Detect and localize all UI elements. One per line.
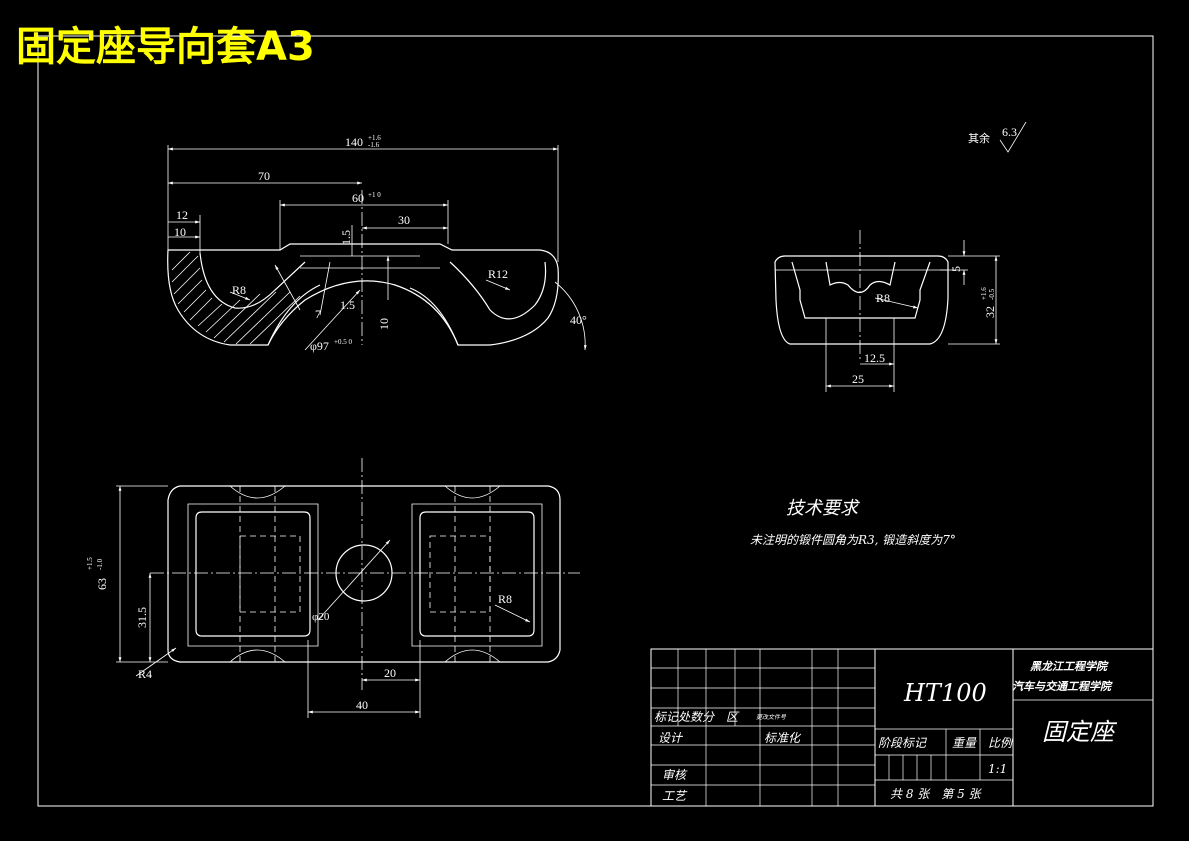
dim-r12: R12: [488, 267, 508, 281]
plan-dimensions: [116, 485, 531, 718]
dim-slot: 60: [352, 191, 364, 205]
row-mark: 标记处数分 区: [654, 710, 740, 724]
side-dim-5: 5: [949, 266, 963, 272]
side-dimensions: [825, 240, 1000, 392]
scale-label: 比例: [988, 736, 1014, 750]
tech-text: 未注明的锻件圆角为R3, 锻造斜度为7°: [750, 533, 956, 547]
front-outline: [167, 243, 559, 346]
side-cutout: [825, 261, 896, 294]
plan-view: [150, 458, 580, 690]
school-line1: 黑龙江工程学院: [1030, 660, 1109, 673]
review-label: 审核: [662, 768, 688, 782]
scale-value: 1:1: [988, 762, 1007, 776]
plan-dim-20: 20: [384, 666, 396, 680]
process-label: 工艺: [662, 789, 688, 803]
dim-pad: 30: [398, 213, 410, 227]
dim-bore: φ97: [310, 339, 329, 353]
plan-dim-r4: R4: [138, 667, 152, 681]
dim-r8: R8: [232, 283, 246, 297]
side-dim-height-tol-upper: +1.6: [980, 287, 988, 300]
side-outline: [774, 255, 949, 345]
plan-dim-width-tol-upper: +1.5: [86, 557, 94, 570]
bore-arc-right: [409, 287, 459, 346]
design-label: 设计: [658, 731, 684, 745]
front-dimensions: [167, 145, 587, 351]
roughness-symbol: [999, 121, 1027, 153]
row-mark-small: 更改文件号: [756, 713, 787, 721]
title-block: [650, 648, 1154, 807]
plan-dim-40: 40: [356, 698, 368, 712]
dim-angle40: 40°: [570, 313, 587, 327]
weight-label: 重量: [952, 736, 977, 750]
bore-arc-left: [267, 284, 321, 346]
standard-label: 标准化: [764, 731, 802, 745]
side-dim-height: 32: [983, 306, 997, 318]
dim-overall: 140: [345, 135, 363, 149]
roughness-label: 其余: [968, 131, 990, 145]
side-dim-height-tol-lower: -0.5: [988, 288, 996, 300]
left-pocket-edge: [199, 252, 306, 309]
dim-overall-tol-upper: +1.6: [368, 134, 381, 142]
sheets: 共 8 张 第 5 张: [890, 787, 983, 801]
plan-dim-hole: φ20: [312, 611, 330, 623]
plan-dim-width: 63: [95, 578, 109, 590]
roughness-value: 6.3: [1002, 125, 1017, 139]
plan-outline: [167, 485, 561, 663]
plan-dim-r8: R8: [498, 592, 512, 606]
section-hatch: [171, 251, 301, 345]
drawing-border: [37, 35, 1154, 807]
dim-bore-tol: +0.5 0: [334, 338, 352, 346]
side-dim-25: 25: [852, 372, 864, 386]
left-window: [195, 511, 311, 637]
dim-left-10: 10: [174, 225, 186, 239]
side-dim-12-5: 12.5: [864, 351, 885, 365]
plan-dim-half-width: 31.5: [135, 607, 149, 628]
dim-half: 70: [258, 169, 270, 183]
dim-left-12: 12: [176, 208, 188, 222]
right-window: [419, 511, 535, 637]
dim-overall-tol-lower: -1.6: [368, 141, 380, 149]
side-dim-r8: R8: [876, 291, 890, 305]
dim-step2: 1.5: [340, 298, 355, 312]
dim-angle-7: 7: [315, 307, 321, 321]
plan-dim-width-tol-lower: -1.0: [96, 558, 104, 570]
front-view: [167, 190, 559, 346]
school-line2: 汽车与交通工程学院: [1012, 680, 1113, 693]
dim-height10: 10: [377, 318, 391, 330]
dim-step: 1.5: [339, 230, 353, 245]
right-pocket-edge: [449, 261, 547, 320]
part-name: 固定座: [1042, 718, 1118, 746]
stage-mark-label: 阶段标记: [878, 736, 927, 750]
side-view: [774, 230, 949, 360]
drawing-title: 固定座导向套A3: [16, 24, 315, 70]
dim-slot-tol: +1 0: [368, 191, 381, 199]
tech-heading: 技术要求: [786, 498, 860, 519]
material: HT100: [903, 679, 987, 707]
